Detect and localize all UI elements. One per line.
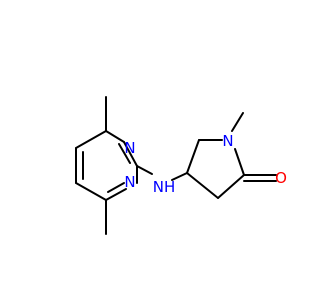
bond-c2-c3-ring	[217, 174, 245, 199]
bond-nh-c4	[171, 172, 188, 181]
bond-c4-c5	[75, 130, 107, 149]
atom-n-amine: NH	[153, 178, 176, 196]
bond-n1-c2-ring	[234, 148, 245, 176]
bond-c2-n1-inner	[118, 143, 131, 164]
bond-c4-c5-ring	[186, 139, 200, 174]
bond-c3-c4-ring	[186, 172, 219, 199]
pyrrolidinone-ring	[186, 139, 245, 199]
atom-n-ring-bottom: N	[124, 173, 135, 191]
bond-n-methyl	[231, 112, 244, 132]
atom-o-carbonyl: O	[275, 169, 287, 187]
molecule-structure: N N NH N O	[75, 96, 287, 235]
atom-n-ring-top: N	[124, 139, 135, 157]
atom-n-lactam: N	[222, 132, 233, 150]
bond-c-n3-inner	[107, 182, 125, 193]
bond-c2-nh	[136, 165, 153, 175]
bond-c2-n1	[123, 141, 138, 167]
bond-n1-c4	[105, 130, 125, 143]
bond-c6-c	[75, 182, 107, 201]
pyrimidine-ring	[75, 130, 138, 201]
bond-c-n3	[105, 188, 127, 201]
